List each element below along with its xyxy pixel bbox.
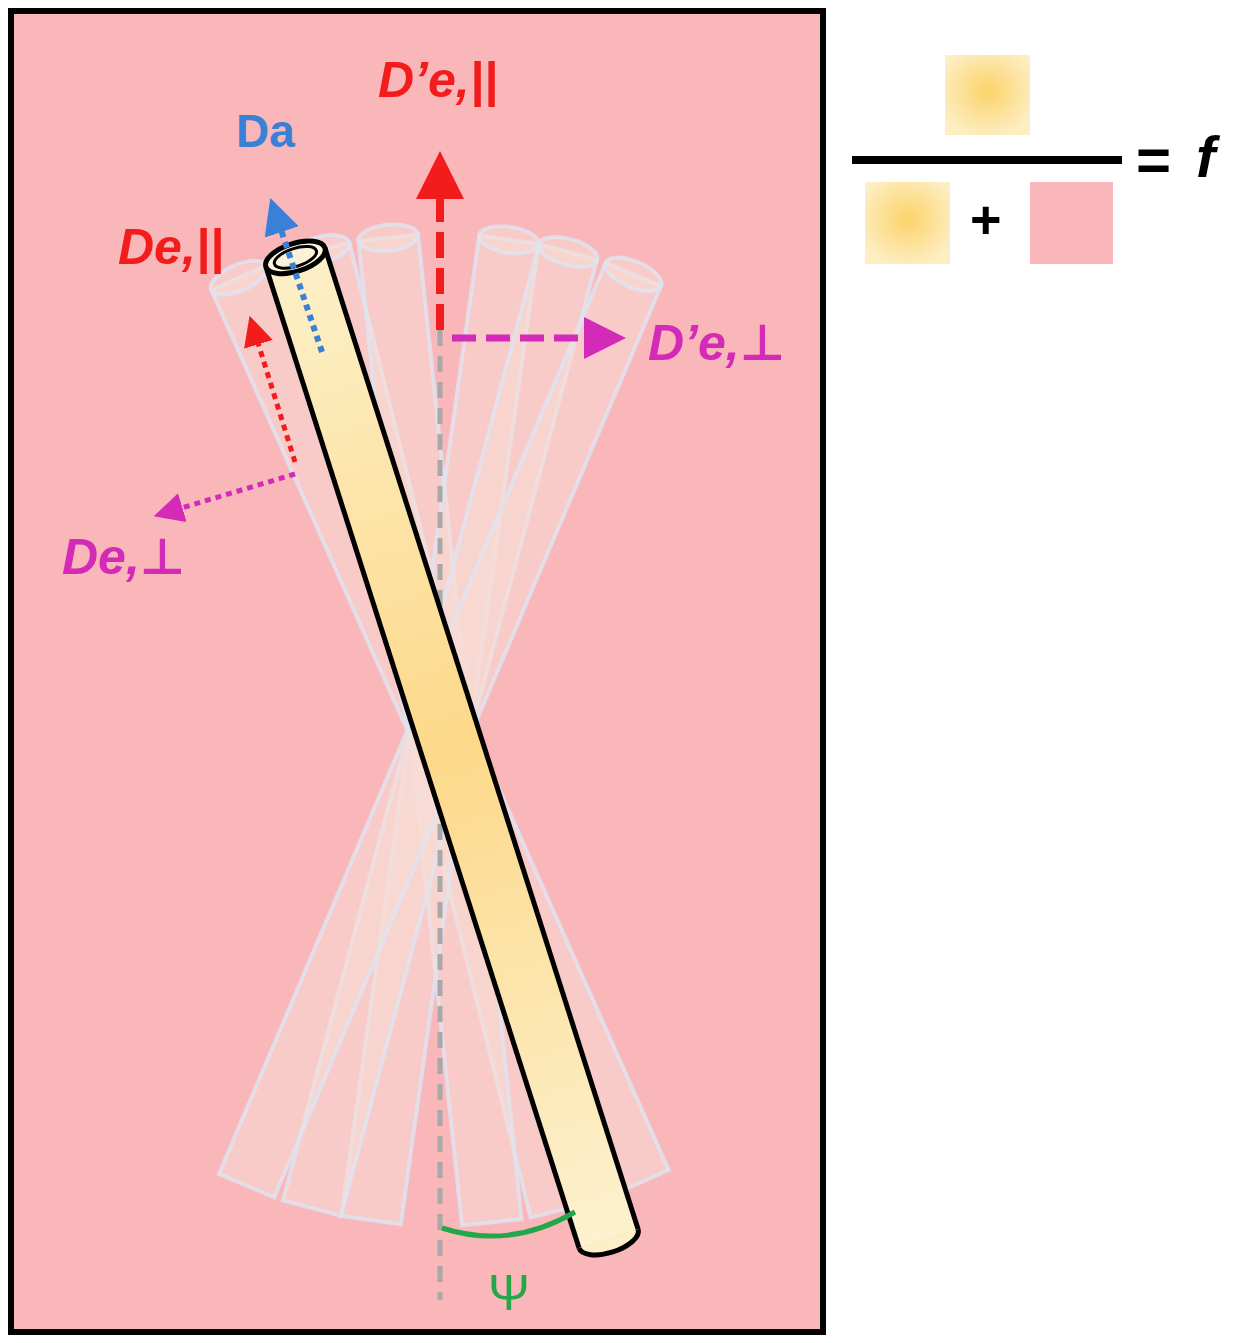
diffusivity-label: D’e,⊥ [648, 318, 785, 368]
angle-symbol: Ψ [488, 1268, 530, 1318]
axon-cylinder [262, 235, 643, 1262]
angle-arc [442, 1212, 575, 1236]
extra-swatch [1030, 182, 1113, 264]
diffusivity-label: Da [236, 108, 295, 154]
diffusivity-label: D’e,|| [378, 55, 498, 105]
parallel-arrow [254, 330, 295, 462]
diffusivity-label: De,|| [118, 222, 224, 272]
intra-swatch [865, 182, 950, 264]
intra-swatch [945, 55, 1030, 135]
diffusivity-label: De,⊥ [62, 532, 186, 582]
axial-arrow [276, 215, 322, 352]
equals-sign: = [1136, 130, 1171, 190]
plus-sign: + [970, 192, 1002, 246]
fraction-bar [852, 156, 1122, 164]
parallel-arrow [436, 175, 444, 330]
extra-axonal-space [11, 11, 823, 1332]
fraction-symbol: f [1196, 128, 1215, 186]
perpendicular-arrow [452, 335, 605, 342]
perpendicular-arrow [168, 474, 295, 512]
